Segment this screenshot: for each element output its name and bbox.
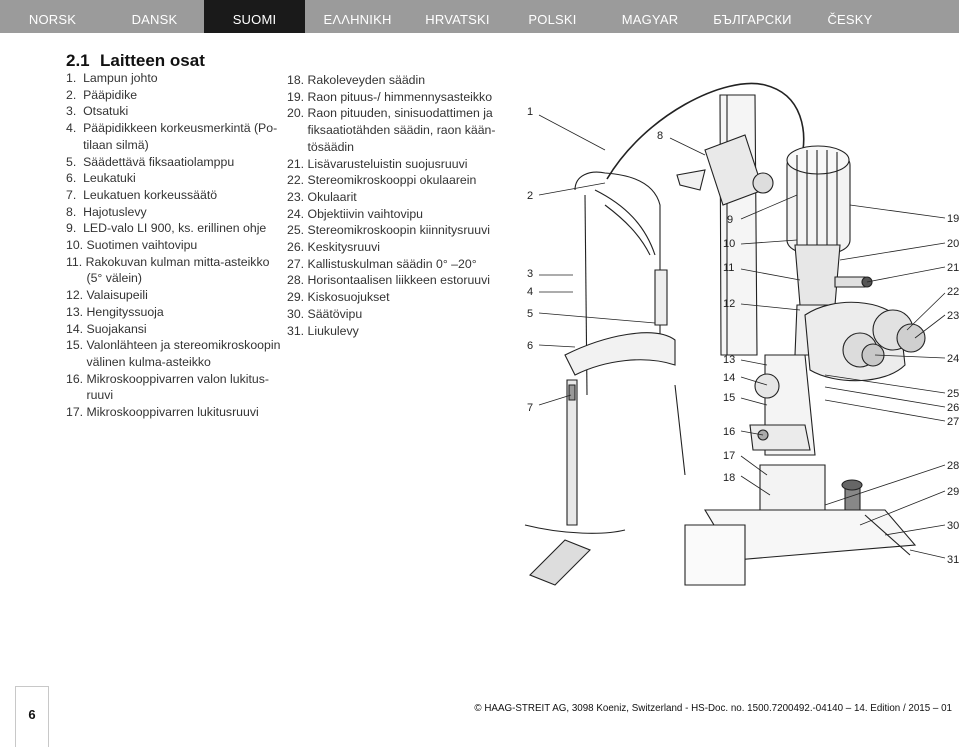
callout-label: 21	[947, 262, 959, 274]
callout-label: 5	[527, 308, 533, 320]
callout-label: 13	[723, 354, 735, 366]
part-list-item: 5. Säädettävä fiksaatiolamppu	[66, 154, 235, 169]
callout-label: 15	[723, 392, 735, 404]
part-list-item: 24. Objektiivin vaihtovipu	[287, 206, 424, 221]
part-list-item: 26. Keskitysruuvi	[287, 240, 380, 255]
part-list-item: 12. Valaisupeili	[66, 288, 148, 303]
callout-label: 31	[947, 554, 959, 566]
language-tab[interactable]: HRVATSKI	[425, 12, 490, 27]
part-list-item: 28. Horisontaalisen liikkeen estoruuvi	[287, 273, 491, 288]
language-tab[interactable]: DANSK	[131, 12, 178, 27]
part-list-item: fiksaatiotähden säädin, raon kään-	[287, 123, 496, 138]
part-list-item: tösäädin	[287, 139, 354, 154]
part-list-item: välinen kulma-asteikko	[66, 354, 211, 369]
callout-label: 7	[527, 402, 533, 414]
language-tab[interactable]: MAGYAR	[621, 12, 679, 27]
callout-label: 9	[727, 214, 733, 226]
callout-label: 29	[947, 486, 959, 498]
part-list-item: 31. Liukulevy	[287, 323, 359, 338]
language-tab[interactable]: POLSKI	[528, 12, 577, 27]
part-list-item: 7. Leukatuen korkeussäätö	[66, 187, 218, 202]
callout-label: 20	[947, 238, 959, 250]
part-list-item: 15. Valonlähteen ja stereomikroskoopin	[66, 338, 281, 353]
part-list-item: 27. Kallistuskulman säädin 0° –20°	[287, 256, 477, 271]
part-list-item: 8. Hajotuslevy	[66, 204, 147, 219]
part-list-item: 3. Otsatuki	[66, 104, 129, 119]
section-number: 2.1	[66, 51, 90, 70]
part-list-item: 9. LED-valo LI 900, ks. erillinen ohje	[66, 221, 267, 236]
callout-label: 8	[657, 130, 663, 142]
part-list-item: 19. Raon pituus-/ himmennysasteikko	[287, 89, 493, 104]
parts-list-left: 1. Lampun johto 2. Pääpidike 3. Otsatuki 4.…	[66, 70, 280, 421]
part-list-item: 2. Pääpidike	[66, 87, 138, 102]
part-list-item: 10. Suotimen vaihtovipu	[66, 238, 198, 253]
part-list-item: (5° välein)	[66, 271, 142, 286]
part-list-item: 29. Kiskosuojukset	[287, 290, 390, 305]
callout-label: 23	[947, 310, 959, 322]
page-number-box: 6	[15, 686, 49, 747]
part-list-item: 1. Lampun johto	[66, 71, 158, 85]
part-list-item: 14. Suojakansi	[66, 321, 147, 336]
callout-label: 16	[723, 426, 735, 438]
language-tab[interactable]: ČESKY	[827, 12, 873, 27]
page-number: 6	[28, 707, 36, 722]
callout-label: 12	[723, 298, 735, 310]
callout-label: 28	[947, 460, 959, 472]
part-list-item: 22. Stereomikroskooppi okulaarein	[287, 173, 477, 188]
callout-label: 11	[723, 262, 734, 274]
callout-label: 17	[723, 450, 735, 462]
section-heading: 2.1 Laitteen osat	[66, 51, 205, 71]
part-list-item: 20. Raon pituuden, sinisuodattimen ja	[287, 106, 493, 121]
part-list-item: 11. Rakokuvan kulman mitta-asteikko	[66, 254, 270, 269]
leader-lines	[538, 114, 946, 559]
footer-copyright: © HAAG-STREIT AG, 3098 Koeniz, Switzerla…	[474, 703, 952, 714]
callout-label: 24	[947, 353, 959, 365]
callout-label: 4	[527, 286, 533, 298]
language-tab[interactable]: SUOMI	[204, 0, 305, 33]
part-list-item: 6. Leukatuki	[66, 171, 136, 186]
callout-label: 27	[947, 416, 959, 428]
callout-label: 26	[947, 402, 959, 414]
section-title: Laitteen osat	[100, 51, 205, 70]
language-tab-bar: NORSK DANSK SUOMI ΕΛΛΗΝΙΚΗ HRVATSKI POLSKI MAG…	[0, 0, 959, 33]
part-list-item: 18. Rakoleveyden säädin	[287, 73, 426, 87]
part-list-item: 23. Okulaarit	[287, 189, 357, 204]
callout-label: 6	[527, 340, 533, 352]
callout-label: 25	[947, 388, 959, 400]
parts-list-right: 18. Rakoleveyden säädin 19. Raon pituus-/…	[287, 72, 496, 339]
slit-lamp-diagram: 1234567891011121314151617181920212223242…	[524, 82, 959, 586]
part-list-item: 13. Hengityssuoja	[66, 304, 164, 319]
callout-label: 1	[527, 106, 533, 118]
language-tab[interactable]: NORSK	[28, 12, 77, 27]
part-list-item: 4. Pääpidikkeen korkeusmerkintä (Po-	[66, 121, 278, 136]
callout-label: 2	[527, 190, 533, 202]
callout-label: 22	[947, 286, 959, 298]
part-list-item: ruuvi	[66, 388, 114, 403]
callout-label: 10	[723, 238, 735, 250]
part-list-item: 17. Mikroskooppivarren lukitusruuvi	[66, 405, 259, 420]
language-tab[interactable]: БЪЛГАРСКИ	[713, 12, 792, 27]
callout-label: 30	[947, 520, 959, 532]
language-tab[interactable]: ΕΛΛΗΝΙΚΗ	[323, 12, 392, 27]
callout-label: 18	[723, 472, 735, 484]
part-list-item: 25. Stereomikroskoopin kiinnitysruuvi	[287, 223, 490, 238]
part-list-item: 16. Mikroskooppivarren valon lukitus-	[66, 371, 269, 386]
part-list-item: 21. Lisävarusteluistin suojusruuvi	[287, 156, 468, 171]
callout-label: 3	[527, 268, 533, 280]
slit-lamp-drawing	[524, 82, 926, 586]
part-list-item: tilaan silmä)	[66, 137, 149, 152]
part-list-item: 30. Säätövipu	[287, 306, 363, 321]
callout-labels: 1234567891011121314151617181920212223242…	[527, 106, 959, 566]
callout-label: 19	[947, 213, 959, 225]
callout-label: 14	[723, 372, 735, 384]
